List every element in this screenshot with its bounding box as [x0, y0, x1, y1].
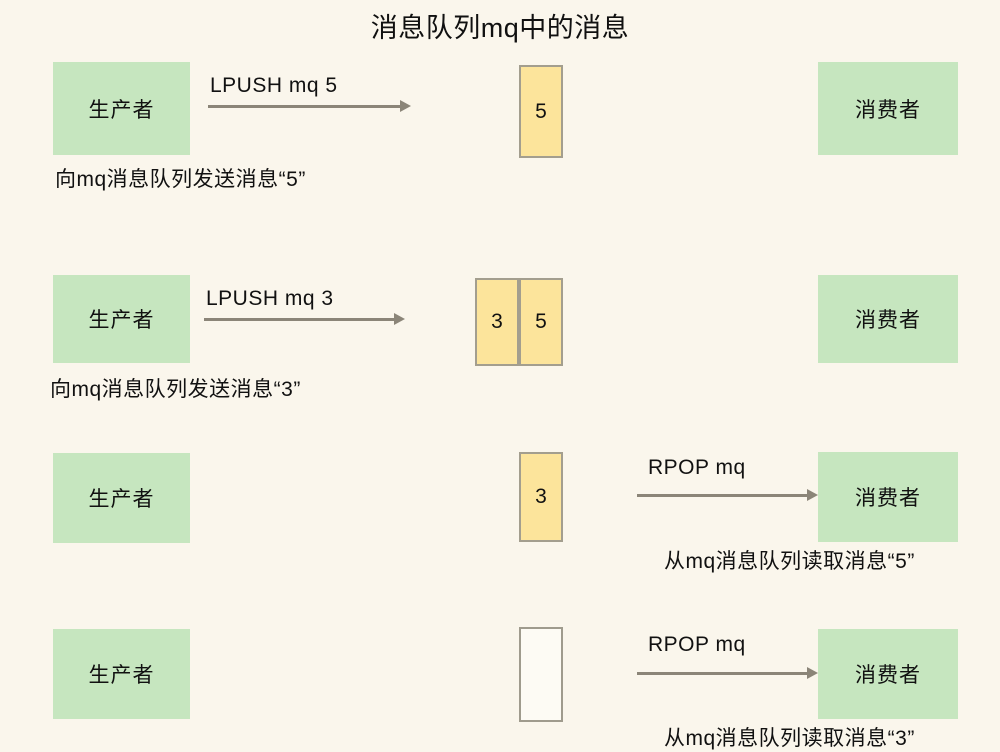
arrow-label-rpop-row-3: RPOP mq	[648, 456, 746, 479]
consumer-label: 消费者	[855, 664, 921, 687]
queue-cell-row-3-0: 3	[519, 452, 563, 542]
producer-label: 生产者	[88, 488, 155, 511]
caption-row-4: 从mq消息队列读取消息“3”	[664, 727, 915, 750]
arrow-line-row-4	[637, 672, 807, 675]
arrow-label-rpop-row-4: RPOP mq	[648, 633, 746, 656]
arrow-line-row-3	[637, 494, 807, 497]
producer-box-row-4: 生产者	[53, 629, 190, 719]
arrow-head-row-2	[394, 313, 405, 325]
arrow-head-row-1	[400, 100, 411, 112]
producer-label: 生产者	[88, 664, 155, 687]
queue-cell-row-2-0: 3	[475, 278, 519, 366]
consumer-box-row-1: 消费者	[818, 62, 958, 155]
caption-row-2: 向mq消息队列发送消息“3”	[50, 378, 301, 401]
consumer-label: 消费者	[855, 309, 921, 332]
consumer-label: 消费者	[855, 487, 921, 510]
producer-box-row-2: 生产者	[53, 275, 190, 363]
consumer-label: 消费者	[855, 98, 921, 122]
arrow-line-row-1	[208, 105, 400, 108]
producer-box-row-1: 生产者	[53, 62, 190, 155]
caption-row-3: 从mq消息队列读取消息“5”	[664, 550, 915, 573]
caption-row-1: 向mq消息队列发送消息“5”	[55, 168, 306, 191]
arrow-label-lpush-3: LPUSH mq 3	[206, 287, 334, 310]
queue-cell-row-1-0: 5	[519, 65, 563, 158]
queue-cell-row-4-0	[519, 627, 563, 722]
consumer-box-row-2: 消费者	[818, 275, 958, 363]
arrow-line-row-2	[204, 318, 394, 321]
arrow-head-row-4	[807, 667, 818, 679]
page-title: 消息队列mq中的消息	[370, 13, 630, 43]
producer-label: 生产者	[88, 309, 155, 332]
consumer-box-row-4: 消费者	[818, 629, 958, 719]
producer-label: 生产者	[88, 98, 155, 122]
arrow-head-row-3	[807, 489, 818, 501]
arrow-label-lpush-5: LPUSH mq 5	[210, 74, 338, 97]
producer-box-row-3: 生产者	[53, 453, 190, 543]
queue-cell-row-2-1: 5	[519, 278, 563, 366]
consumer-box-row-3: 消费者	[818, 452, 958, 542]
